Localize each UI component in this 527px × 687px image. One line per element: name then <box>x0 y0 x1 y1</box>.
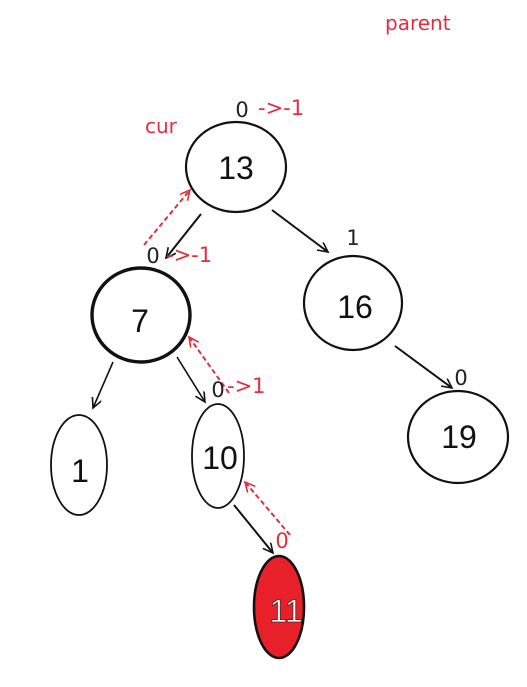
balance-factor: 1 <box>346 226 359 250</box>
update-path-arrow-7-13 <box>143 190 190 246</box>
tree-node: 7 0 ->-1 <box>90 243 212 364</box>
node-value: 10 <box>202 440 238 476</box>
node-circle <box>406 389 510 485</box>
parent-label: parent <box>385 11 451 35</box>
tree-node: 19 0 <box>406 366 510 485</box>
node-value: 19 <box>441 419 477 455</box>
edge-16-19 <box>394 345 452 388</box>
edge-13-16 <box>271 209 328 252</box>
node-circle <box>191 403 245 509</box>
node-circle <box>50 414 108 516</box>
edge-10-11 <box>233 504 273 553</box>
tree-node: 10 0 ->1 <box>191 374 266 509</box>
balance-change: ->1 <box>227 374 266 398</box>
tree-node: 16 1 <box>302 226 404 352</box>
balance-change: ->-1 <box>166 243 212 267</box>
node-value: 11 <box>269 593 302 629</box>
balance-factor: 0 <box>454 366 467 390</box>
node-circle <box>302 254 404 352</box>
update-path-arrow-11-10 <box>245 482 291 536</box>
edge-7-1 <box>93 361 114 408</box>
node-circle <box>90 266 192 364</box>
balance-change: ->-1 <box>258 96 304 120</box>
balance-factor: 0 <box>275 529 288 553</box>
edge-7-10 <box>176 356 205 402</box>
node-circle <box>184 120 288 214</box>
balance-factor: 0 <box>211 378 224 402</box>
balance-factor: 0 <box>146 244 159 268</box>
node-value: 7 <box>131 303 149 339</box>
node-value: 1 <box>71 453 89 489</box>
inserted-node: 11 0 <box>252 529 306 660</box>
node-value: 13 <box>218 150 254 186</box>
update-path-arrow-10-7 <box>189 337 230 394</box>
tree-node: 13 0 ->-1 <box>184 96 304 214</box>
node-value: 16 <box>337 289 373 325</box>
node-circle <box>252 554 306 660</box>
cur-label: cur <box>145 114 178 138</box>
balance-factor: 0 <box>235 98 248 122</box>
edge-13-7 <box>166 213 202 258</box>
tree-node: 1 <box>50 414 108 516</box>
